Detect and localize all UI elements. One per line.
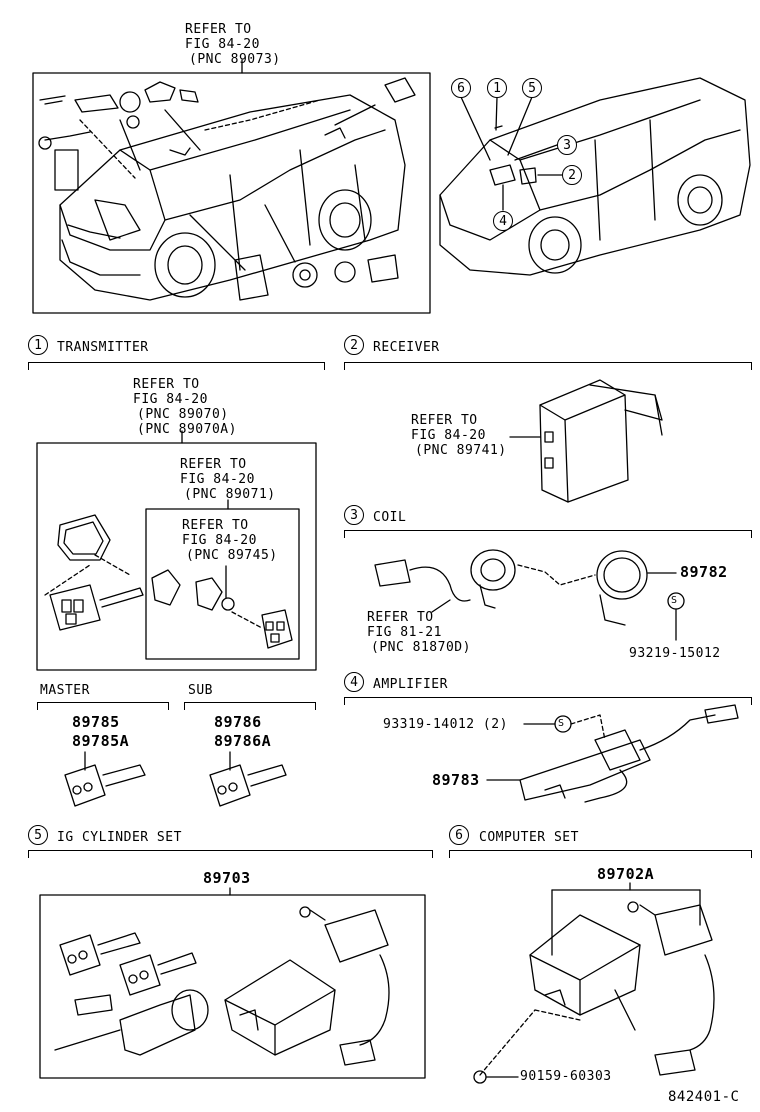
section-2-title: RECEIVER bbox=[373, 340, 440, 355]
section-3-title: COIL bbox=[373, 510, 407, 525]
sub-part-89786a: 89786A bbox=[214, 732, 272, 750]
section-5-tick-l bbox=[28, 850, 29, 858]
transmitter-refer-c2: FIG 84-20 bbox=[182, 533, 257, 548]
section-6-bar bbox=[449, 850, 752, 851]
transmitter-frame bbox=[36, 442, 317, 671]
transmitter-refer-c3: (PNC 89745) bbox=[186, 548, 278, 563]
callout-2: 2 bbox=[562, 165, 582, 185]
section-2-tick-r bbox=[751, 362, 752, 370]
section-4-tick-l bbox=[344, 697, 345, 705]
transmitter-refer-c1: REFER TO bbox=[182, 518, 249, 533]
amplifier-part-93319: 93319-14012 (2) bbox=[383, 717, 508, 732]
computer-set-screw-90159: 90159-60303 bbox=[520, 1069, 612, 1084]
receiver-refer-3: (PNC 89741) bbox=[415, 443, 507, 458]
section-4-bar bbox=[344, 697, 752, 698]
transmitter-refer-b3: (PNC 89071) bbox=[184, 487, 276, 502]
transmitter-key-drawing bbox=[44, 514, 293, 649]
section-5-tick-r bbox=[432, 850, 433, 858]
receiver-refer-1: REFER TO bbox=[411, 413, 478, 428]
section-6-title: COMPUTER SET bbox=[479, 830, 579, 845]
section-3-tick-l bbox=[344, 530, 345, 538]
section-1-tick-r bbox=[324, 362, 325, 370]
coil-refer-1: REFER TO bbox=[367, 610, 434, 625]
section-6-tick-r bbox=[751, 850, 752, 858]
section-4-title: AMPLIFIER bbox=[373, 677, 448, 692]
section-5-title: IG CYLINDER SET bbox=[57, 830, 182, 845]
section-6-tick-l bbox=[449, 850, 450, 858]
master-tick-r bbox=[168, 702, 169, 710]
section-4-number: 4 bbox=[344, 672, 364, 692]
ig-cylinder-drawing bbox=[54, 906, 390, 1066]
callout-6: 6 bbox=[451, 78, 471, 98]
transmitter-refer-b1: REFER TO bbox=[180, 457, 247, 472]
computer-set-drawing bbox=[473, 882, 715, 1084]
figure-code: 842401-C bbox=[668, 1089, 740, 1105]
amplifier-drawing bbox=[486, 704, 739, 803]
callout-5: 5 bbox=[522, 78, 542, 98]
vehicle-left-drawing bbox=[38, 77, 416, 301]
section-1-number: 1 bbox=[28, 335, 48, 355]
section-3-tick-r bbox=[751, 530, 752, 538]
amplifier-part-89783: 89783 bbox=[432, 771, 480, 789]
callout-4: 4 bbox=[493, 211, 513, 231]
callout-1: 1 bbox=[487, 78, 507, 98]
coil-refer-3: (PNC 81870D) bbox=[371, 640, 471, 655]
vehicle-right-drawing bbox=[439, 77, 751, 276]
section-5-bar bbox=[28, 850, 433, 851]
ig-cylinder-part-89703: 89703 bbox=[203, 869, 251, 887]
section-1-tick-l bbox=[28, 362, 29, 370]
sub-title: SUB bbox=[188, 683, 213, 698]
master-key-drawing bbox=[64, 751, 146, 807]
transmitter-refer-a3: (PNC 89070) bbox=[137, 407, 229, 422]
coil-part-89782: 89782 bbox=[680, 563, 728, 581]
overview-refer-line2: FIG 84-20 bbox=[185, 37, 260, 52]
sub-key-drawing bbox=[209, 751, 287, 807]
overview-refer-line3: (PNC 89073) bbox=[189, 52, 281, 67]
computer-set-part-89702a: 89702A bbox=[597, 865, 655, 883]
section-2-number: 2 bbox=[344, 335, 364, 355]
coil-part-93219: 93219-15012 bbox=[629, 646, 721, 661]
transmitter-refer-a1: REFER TO bbox=[133, 377, 200, 392]
transmitter-refer-a2: FIG 84-20 bbox=[133, 392, 208, 407]
section-2-bar bbox=[344, 362, 752, 363]
receiver-drawing bbox=[509, 379, 663, 503]
transmitter-inner-frame bbox=[145, 508, 300, 660]
section-6-number: 6 bbox=[449, 825, 469, 845]
master-part-89785: 89785 bbox=[72, 713, 120, 731]
transmitter-refer-a4: (PNC 89070A) bbox=[137, 422, 237, 437]
coil-drawing bbox=[374, 549, 685, 641]
section-1-title: TRANSMITTER bbox=[57, 340, 149, 355]
sub-part-89786: 89786 bbox=[214, 713, 262, 731]
sub-tick-r bbox=[315, 702, 316, 710]
master-bar bbox=[37, 702, 169, 703]
master-title: MASTER bbox=[40, 683, 90, 698]
sub-bar bbox=[184, 702, 316, 703]
section-1-bar bbox=[28, 362, 325, 363]
overview-refer-line1: REFER TO bbox=[185, 22, 252, 37]
transmitter-refer-b2: FIG 84-20 bbox=[180, 472, 255, 487]
ig-cylinder-frame bbox=[39, 894, 426, 1079]
master-tick-l bbox=[37, 702, 38, 710]
master-part-89785a: 89785A bbox=[72, 732, 130, 750]
receiver-refer-2: FIG 84-20 bbox=[411, 428, 486, 443]
overview-frame bbox=[32, 72, 431, 314]
amplifier-s-mark: S bbox=[558, 718, 565, 729]
section-3-number: 3 bbox=[344, 505, 364, 525]
section-5-number: 5 bbox=[28, 825, 48, 845]
callout-3: 3 bbox=[557, 135, 577, 155]
section-3-bar bbox=[344, 530, 752, 531]
section-4-tick-r bbox=[751, 697, 752, 705]
section-2-tick-l bbox=[344, 362, 345, 370]
sub-tick-l bbox=[184, 702, 185, 710]
coil-refer-2: FIG 81-21 bbox=[367, 625, 442, 640]
coil-s-mark: S bbox=[671, 595, 678, 606]
